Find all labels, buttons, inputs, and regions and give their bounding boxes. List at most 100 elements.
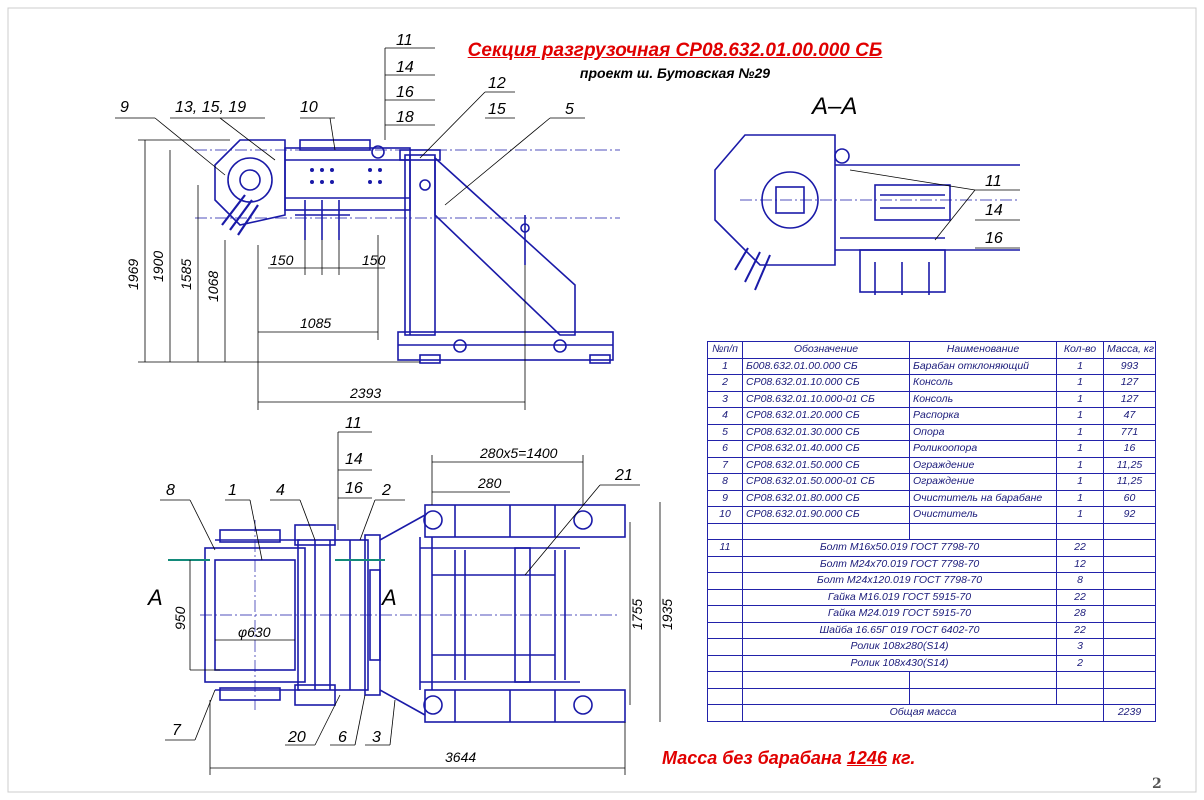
plan-label-3: 3 xyxy=(372,729,381,746)
table-cell: Ограждение xyxy=(909,456,1057,474)
table-cell: 127 xyxy=(1103,390,1156,408)
table-cell: 1 xyxy=(1056,407,1104,425)
table-cell xyxy=(707,671,743,689)
label-5: 5 xyxy=(565,101,574,118)
plan-label-11: 11 xyxy=(345,415,362,432)
table-row: Ролик 108х280(S14)3 xyxy=(707,638,1156,656)
table-cell xyxy=(707,621,743,639)
table-cell: Ролик 108х280(S14) xyxy=(742,638,1057,656)
dim-1935: 1935 xyxy=(659,599,675,630)
section-label-11: 11 xyxy=(985,173,1002,190)
table-cell: Распорка xyxy=(909,407,1057,425)
table-cell: 3 xyxy=(707,390,743,408)
dim-2393: 2393 xyxy=(349,385,381,401)
table-cell: Очиститель xyxy=(909,506,1057,524)
table-cell: 8 xyxy=(1056,572,1104,590)
table-cell: 11,25 xyxy=(1103,456,1156,474)
table-cell: 1 xyxy=(1056,440,1104,458)
table-cell: Болт М24х120.019 ГОСТ 7798-70 xyxy=(742,572,1057,590)
table-cell xyxy=(1103,621,1156,639)
table-cell: 1 xyxy=(1056,390,1104,408)
table-cell: Болт М24х70.019 ГОСТ 7798-70 xyxy=(742,555,1057,573)
label-14: 14 xyxy=(396,59,414,76)
label-10: 10 xyxy=(300,99,318,116)
table-cell xyxy=(707,522,743,540)
label-16: 16 xyxy=(396,84,414,101)
table-cell: 1 xyxy=(1056,489,1104,507)
table-cell: Опора xyxy=(909,423,1057,441)
table-cell: Шайба 16.65Г 019 ГОСТ 6402-70 xyxy=(742,621,1057,639)
dim-630: φ630 xyxy=(238,624,271,640)
table-row xyxy=(707,687,1156,705)
table-cell: СР08.632.01.50.000 СБ xyxy=(742,456,910,474)
table-cell: 1 xyxy=(1056,506,1104,524)
dim-950: 950 xyxy=(172,606,188,630)
table-cell: 9 xyxy=(707,489,743,507)
table-cell: Консоль xyxy=(909,390,1057,408)
table-cell: СР08.632.01.10.000 СБ xyxy=(742,374,910,392)
table-cell: 11,25 xyxy=(1103,473,1156,491)
table-cell: 60 xyxy=(1103,489,1156,507)
table-cell: 22 xyxy=(1056,539,1104,557)
table-cell: 1 xyxy=(1056,456,1104,474)
plan-label-6: 6 xyxy=(338,729,347,746)
table-cell: Консоль xyxy=(909,374,1057,392)
mass-note-suffix: кг. xyxy=(891,748,916,768)
mass-note: Масса без барабана 1246 кг. xyxy=(662,748,915,769)
table-cell: СР08.632.01.80.000 СБ xyxy=(742,489,910,507)
total-value: 2239 xyxy=(1103,704,1156,722)
plan-label-1: 1 xyxy=(228,482,237,499)
table-cell xyxy=(1056,671,1104,689)
table-cell: 3 xyxy=(1056,638,1104,656)
col-header: Кол-во xyxy=(1056,341,1104,359)
table-cell xyxy=(707,654,743,672)
table-cell xyxy=(1103,539,1156,557)
table-cell: 127 xyxy=(1103,374,1156,392)
table-cell: Гайка М24.019 ГОСТ 5915-70 xyxy=(742,605,1057,623)
drawing-subtitle: проект ш. Бутовская №29 xyxy=(579,65,771,81)
plan-label-4: 4 xyxy=(276,482,285,499)
table-cell xyxy=(909,687,1057,705)
table-cell xyxy=(742,671,910,689)
table-cell xyxy=(1103,605,1156,623)
section-mark-a-right: А xyxy=(380,585,397,610)
dim-1585: 1585 xyxy=(178,259,194,290)
dim-150-b: 150 xyxy=(362,252,386,268)
table-cell: СР08.632.01.40.000 СБ xyxy=(742,440,910,458)
table-cell xyxy=(1103,671,1156,689)
table-cell xyxy=(707,704,743,722)
table-cell: 10 xyxy=(707,506,743,524)
table-cell: 22 xyxy=(1056,588,1104,606)
label-12: 12 xyxy=(488,75,506,92)
table-cell: Б008.632.01.00.000 СБ xyxy=(742,357,910,375)
table-cell xyxy=(707,572,743,590)
plan-label-8: 8 xyxy=(166,482,175,499)
table-cell xyxy=(1056,522,1104,540)
label-13-15-19: 13, 15, 19 xyxy=(175,99,246,116)
table-cell xyxy=(1103,588,1156,606)
table-cell: 7 xyxy=(707,456,743,474)
table-cell xyxy=(707,638,743,656)
table-cell: СР08.632.01.90.000 СБ xyxy=(742,506,910,524)
table-row: Ролик 108х430(S14)2 xyxy=(707,654,1156,672)
table-cell: 22 xyxy=(1056,621,1104,639)
mass-note-prefix: Масса без барабана xyxy=(662,748,842,768)
table-cell: Гайка М16.019 ГОСТ 5915-70 xyxy=(742,588,1057,606)
table-cell xyxy=(707,605,743,623)
dim-280: 280 xyxy=(477,475,502,491)
table-cell: 8 xyxy=(707,473,743,491)
drawing-title: Секция разгрузочная СР08.632.01.00.000 С… xyxy=(467,40,883,61)
table-cell: 12 xyxy=(1056,555,1104,573)
table-cell: 47 xyxy=(1103,407,1156,425)
table-cell: Барабан отклоняющий xyxy=(909,357,1057,375)
table-cell: Ролик 108х430(S14) xyxy=(742,654,1057,672)
